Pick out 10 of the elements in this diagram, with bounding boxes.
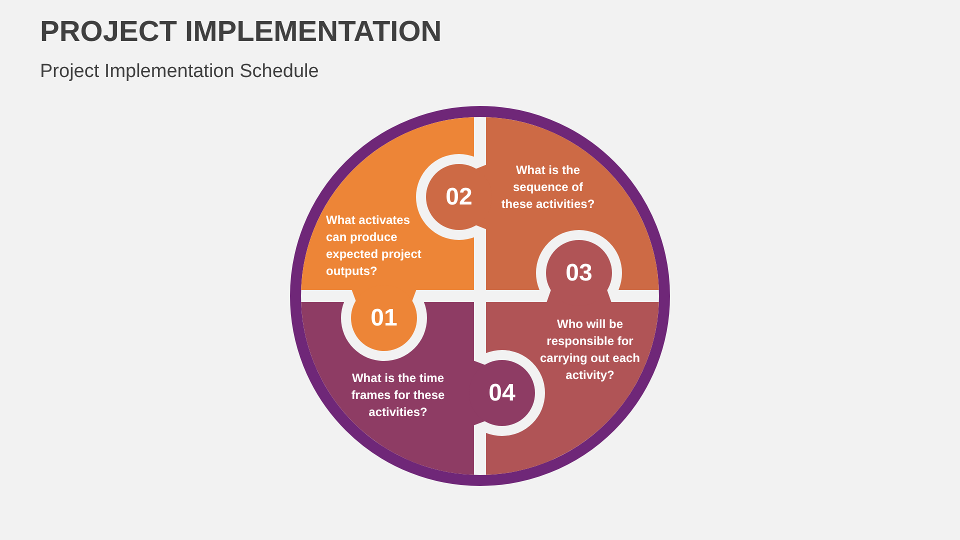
title: PROJECT IMPLEMENTATION bbox=[40, 15, 442, 50]
subtitle: Project Implementation Schedule bbox=[40, 60, 319, 84]
step-number: 02 bbox=[446, 184, 472, 210]
step-number: 04 bbox=[488, 380, 516, 406]
question-text: What is the sequence of these activities? bbox=[500, 162, 596, 213]
question-text: What activates can produce expected project outputs? bbox=[326, 212, 422, 280]
step-number: 03 bbox=[566, 260, 592, 286]
step-number: 01 bbox=[370, 304, 398, 332]
question-text: What is the time frames for these activities? bbox=[350, 370, 446, 421]
question-text: Who will be responsible for carrying out each activity? bbox=[538, 316, 642, 384]
